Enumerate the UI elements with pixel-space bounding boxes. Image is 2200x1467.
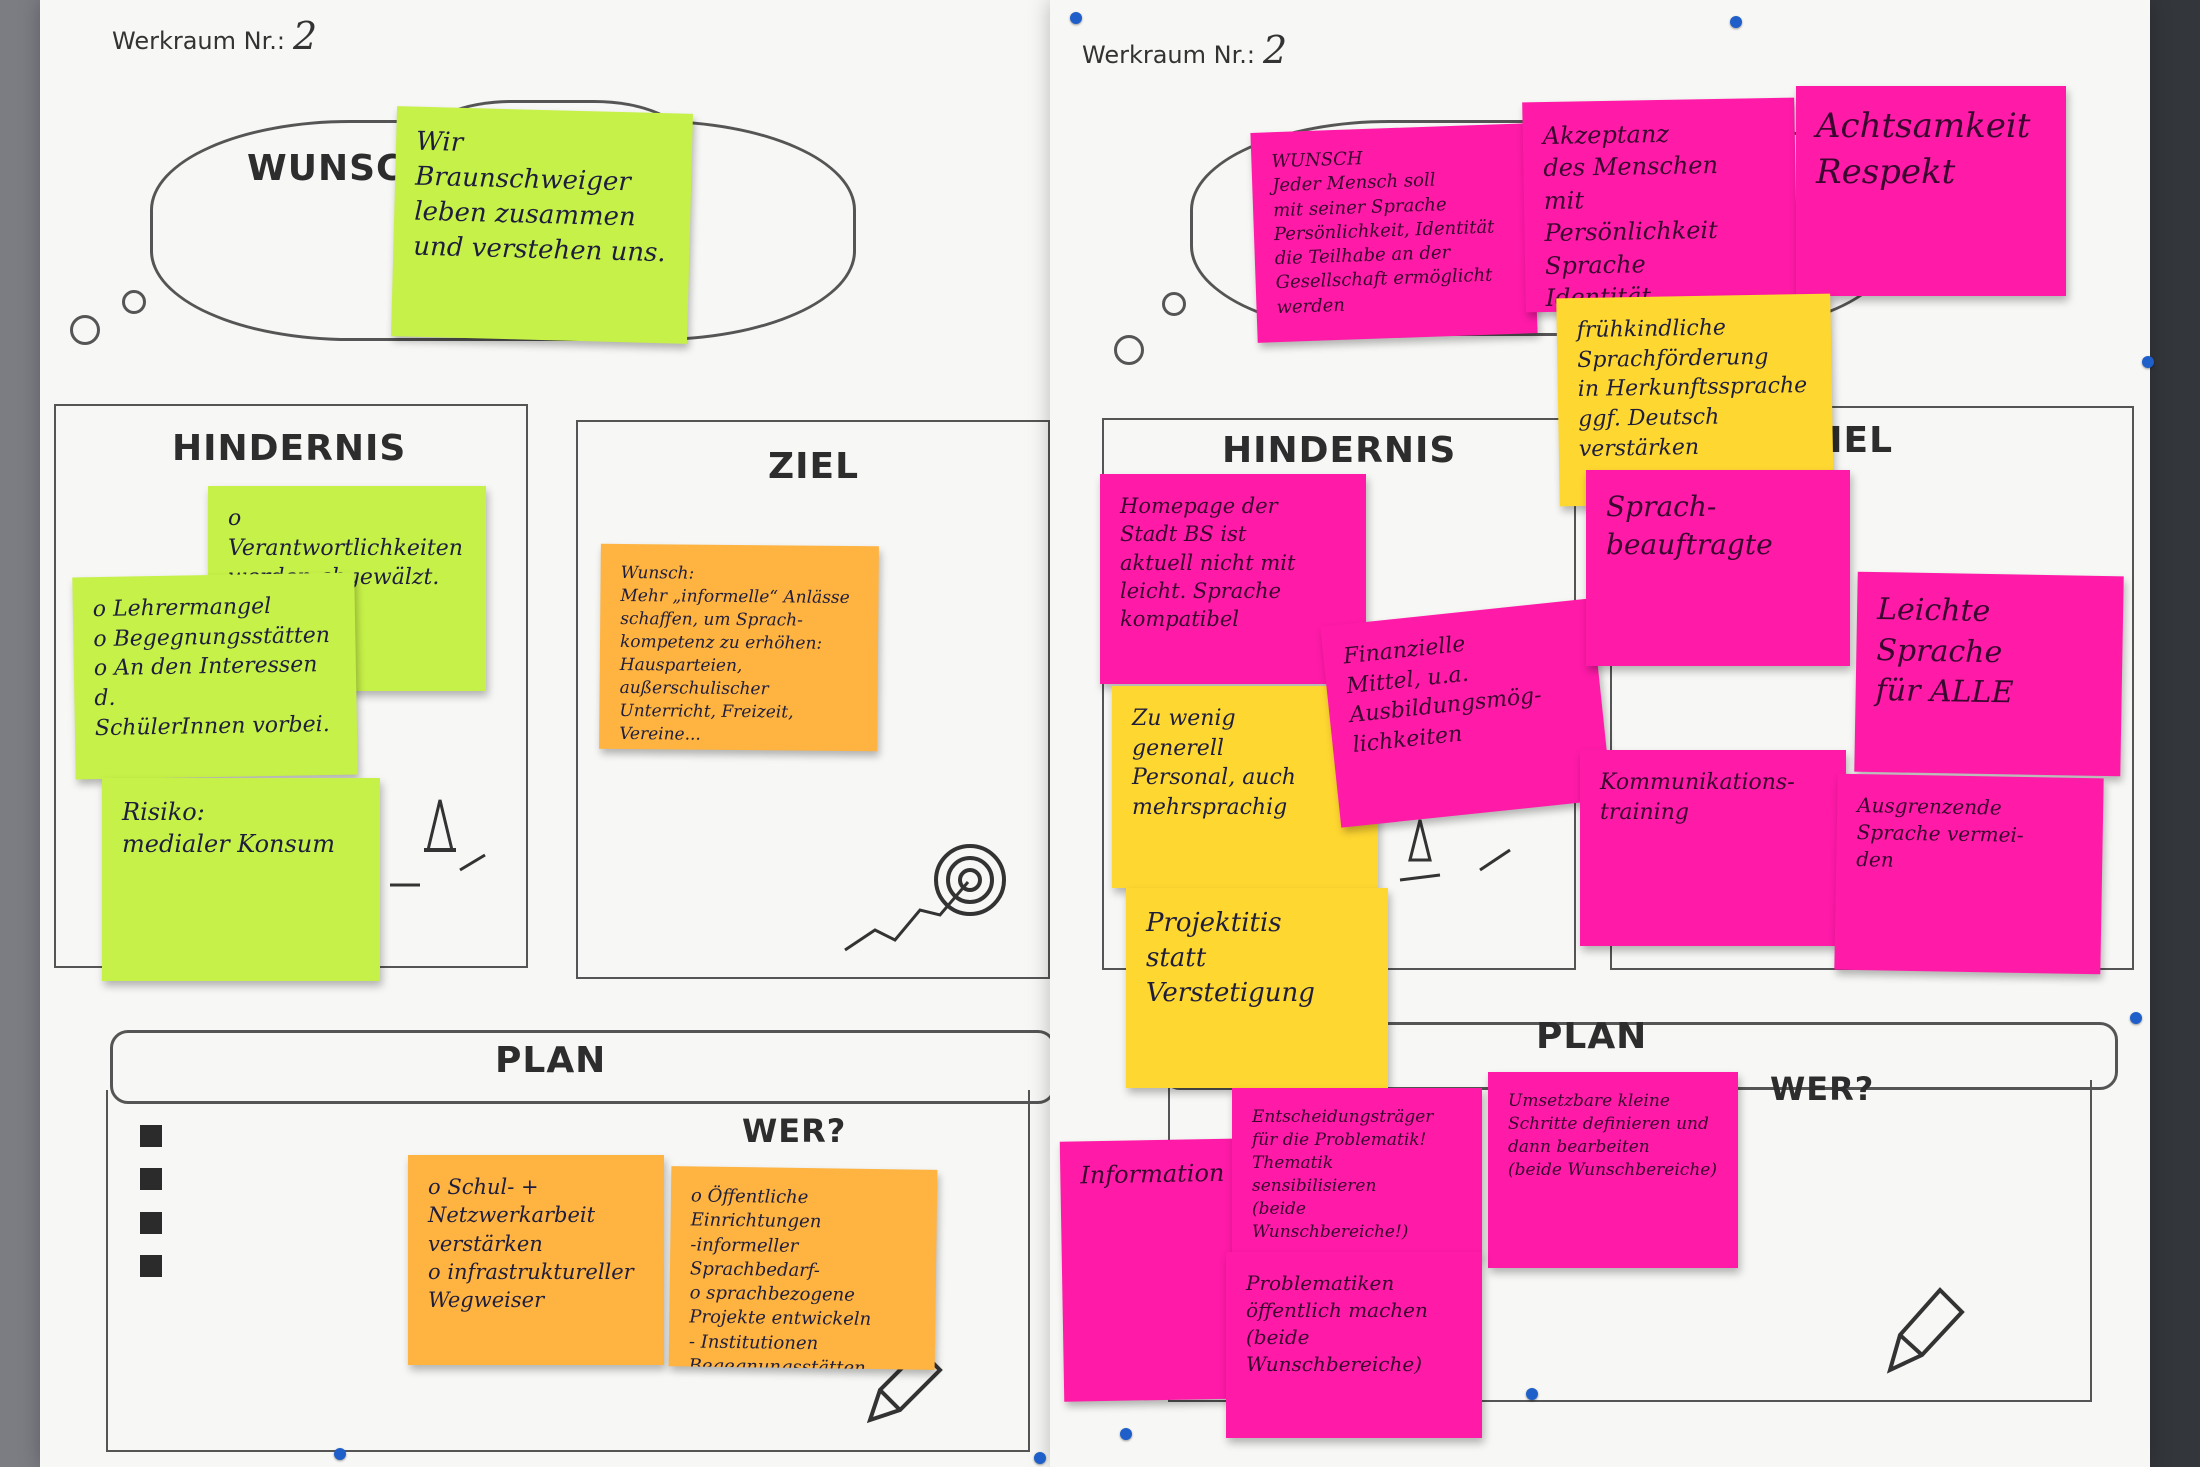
sticky-note-hindernis[interactable]: Finanzielle Mittel, u.a. Ausbildungsmög-… xyxy=(1320,598,1612,827)
push-pin xyxy=(2142,356,2154,368)
push-pin xyxy=(1730,16,1742,28)
bullet-square xyxy=(140,1125,162,1147)
heading-plan: PLAN xyxy=(495,1040,606,1081)
sticky-note-plan[interactable]: Umsetzbare kleine Schritte definieren un… xyxy=(1488,1072,1738,1268)
bullet-square xyxy=(140,1168,162,1190)
thought-bubble-small xyxy=(122,290,146,314)
push-pin xyxy=(1070,12,1082,24)
sticky-note-wunsch[interactable]: Akzeptanz des Menschen mit Persönlichkei… xyxy=(1522,98,1798,313)
push-pin xyxy=(2130,1012,2142,1024)
sticky-note-ziel[interactable]: Kommunikations- training xyxy=(1580,750,1846,946)
target-goal-icon xyxy=(840,830,1020,970)
sticky-note-ziel[interactable]: Wunsch: Mehr „informelle“ Anlässe schaff… xyxy=(599,544,879,751)
werkraum-number: 2 xyxy=(293,14,317,58)
werkraum-label: Werkraum Nr.: xyxy=(112,27,285,55)
bullet-square xyxy=(140,1255,162,1277)
sticky-note-ziel[interactable]: Sprach- beauftragte xyxy=(1586,470,1850,666)
heading-wer: WER? xyxy=(1770,1070,1874,1108)
traffic-cone-icon xyxy=(390,790,510,900)
sticky-note-wunsch[interactable]: Wir Braunschweiger leben zusammen und ve… xyxy=(391,106,693,344)
push-pin xyxy=(1034,1452,1046,1464)
sticky-note-ziel[interactable]: Leichte Sprache für ALLE xyxy=(1854,572,2123,777)
push-pin xyxy=(1120,1428,1132,1440)
heading-hindernis: HINDERNIS xyxy=(1222,430,1456,471)
sticky-note-ziel[interactable]: Ausgrenzende Sprache vermei- den xyxy=(1834,774,2103,975)
sticky-note-hindernis[interactable]: o Lehrermangel o Begegnungsstätten o An … xyxy=(72,573,357,780)
werkraum-header: Werkraum Nr.: 2 xyxy=(1082,28,1287,72)
werkraum-number: 2 xyxy=(1263,28,1287,72)
thought-bubble xyxy=(70,315,100,345)
heading-plan: PLAN xyxy=(1536,1016,1647,1057)
sticky-note-wunsch[interactable]: WUNSCH Jeder Mensch soll mit seiner Spra… xyxy=(1250,123,1537,343)
sticky-note-plan[interactable]: o Öffentliche Einrichtungen -informeller… xyxy=(669,1166,938,1370)
push-pin xyxy=(334,1448,346,1460)
heading-ziel: ZIEL xyxy=(768,446,859,487)
bullet-square xyxy=(140,1212,162,1234)
sticky-note-plan[interactable]: Entscheidungsträger für die Problematik!… xyxy=(1232,1088,1482,1256)
pencil-icon xyxy=(1880,1280,1970,1380)
werkraum-label: Werkraum Nr.: xyxy=(1082,41,1255,69)
heading-hindernis: HINDERNIS xyxy=(172,428,406,469)
sticky-note-plan[interactable]: o Schul- + Netzwerkarbeit verstärken o i… xyxy=(408,1155,664,1365)
sticky-note-wunsch[interactable]: Achtsamkeit Respekt xyxy=(1796,86,2066,296)
werkraum-header: Werkraum Nr.: 2 xyxy=(112,14,317,58)
thought-bubble-small xyxy=(1162,292,1186,316)
thought-bubble xyxy=(1114,335,1144,365)
heading-wer: WER? xyxy=(742,1112,846,1150)
sticky-note-hindernis[interactable]: Projektitis statt Verstetigung xyxy=(1126,888,1388,1088)
push-pin xyxy=(1526,1388,1538,1400)
sticky-note-plan[interactable]: Problematiken öffentlich machen (beide W… xyxy=(1226,1252,1482,1438)
sticky-note-hindernis[interactable]: Risiko: medialer Konsum xyxy=(102,778,380,981)
